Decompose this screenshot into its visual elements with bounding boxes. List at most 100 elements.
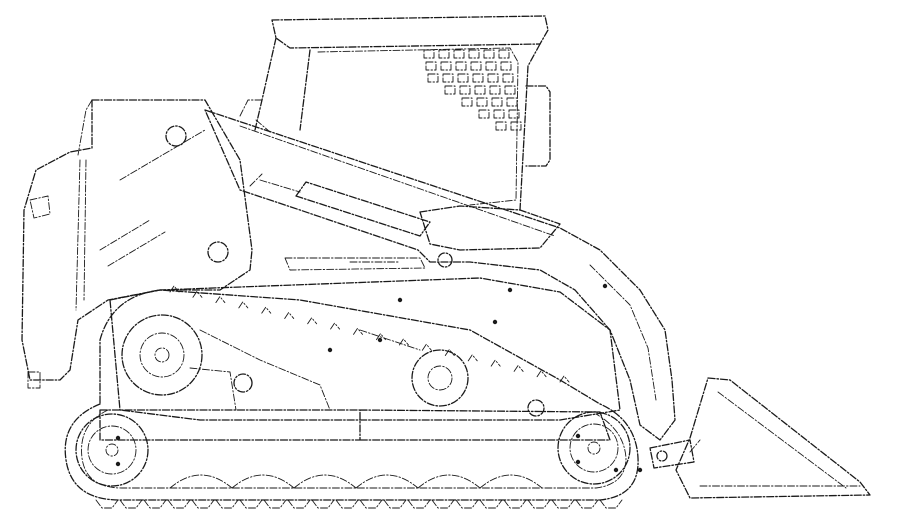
- mesh-cell: [470, 61, 482, 71]
- bucket-inner: [689, 391, 861, 489]
- mesh-cell: [476, 97, 488, 107]
- frame-bolts: [115, 283, 643, 473]
- tread-tooth: [376, 333, 386, 341]
- frame-bolt: [492, 319, 498, 325]
- tread-lug: [407, 499, 431, 509]
- mesh-cell: [427, 73, 439, 83]
- mesh-cell: [498, 49, 510, 59]
- mesh-cell: [483, 49, 495, 59]
- tread-lug: [503, 499, 527, 509]
- frame-bolt: [115, 435, 121, 441]
- rear-grille: [29, 99, 93, 311]
- tread-tooth: [261, 306, 272, 314]
- tread-tooth: [169, 285, 180, 293]
- mesh-cell: [453, 49, 465, 59]
- track-belt-inner: [81, 409, 627, 489]
- mesh-cell: [495, 121, 507, 131]
- pivot-pins: [165, 125, 668, 462]
- lift-arm-beam: [204, 109, 676, 441]
- frame-bolt: [377, 337, 383, 343]
- arm-upper-link: [419, 205, 561, 251]
- tread-tooth: [215, 296, 226, 304]
- front-idler-wheel: [557, 411, 631, 485]
- mesh-cell: [457, 73, 469, 83]
- cab-roof: [271, 15, 549, 49]
- tread-tooth: [444, 349, 455, 356]
- mesh-cell: [500, 61, 512, 71]
- bucket-pivot-pin: [656, 450, 668, 462]
- drive-sprocket: [121, 314, 203, 396]
- frame-bolt: [397, 297, 403, 303]
- tread-lug: [479, 499, 503, 509]
- mesh-cell: [444, 85, 456, 95]
- mesh-cell: [459, 85, 471, 95]
- arm-pivot-pin: [437, 252, 453, 268]
- bottom-roller: [231, 474, 295, 489]
- tread-lug: [431, 499, 455, 509]
- rear-idler-wheel: [75, 413, 149, 487]
- tread-tooth: [559, 375, 570, 383]
- frame-bolt: [115, 461, 121, 467]
- mesh-cell: [485, 61, 497, 71]
- front-cylinder-pin: [527, 399, 545, 417]
- track-frame: [109, 277, 621, 421]
- lower-pivot-pin: [207, 241, 229, 263]
- tread-lug: [119, 499, 143, 509]
- tread-tooth: [284, 312, 295, 319]
- frame-bolt: [575, 433, 581, 439]
- bucket-shell: [675, 377, 871, 499]
- hydraulic-lines: [284, 257, 426, 271]
- tread-lug: [455, 499, 479, 509]
- tread-lug: [167, 499, 191, 509]
- mesh-cell: [425, 61, 437, 71]
- mesh-cell: [438, 49, 450, 59]
- bottom-roller: [479, 474, 543, 489]
- cab-frame: [254, 37, 541, 211]
- tread-tooth: [467, 354, 478, 362]
- tread-lug: [287, 499, 311, 509]
- mesh-cell: [440, 61, 452, 71]
- lift-cylinder-rod: [249, 173, 301, 193]
- tread-lug: [215, 499, 239, 509]
- tail-light: [27, 371, 41, 389]
- mesh-cell: [489, 85, 501, 95]
- tread-lug: [551, 499, 575, 509]
- tread-lug: [263, 499, 287, 509]
- rear-hood: [21, 99, 253, 381]
- mesh-cell: [510, 121, 522, 131]
- mesh-cell: [504, 85, 516, 95]
- track-treads: [95, 285, 623, 509]
- mesh-cell: [461, 97, 473, 107]
- tread-tooth: [238, 301, 249, 309]
- mesh-cell: [474, 85, 486, 95]
- tread-tooth: [536, 370, 547, 378]
- mesh-cell: [423, 49, 435, 59]
- frame-bolt: [575, 459, 581, 465]
- tread-tooth: [192, 290, 203, 298]
- cylinder-mount-pin: [233, 373, 253, 393]
- frame-bolt: [327, 347, 333, 353]
- bottom-roller: [169, 474, 233, 489]
- side-panel-lines: [99, 129, 206, 267]
- tread-lug: [359, 499, 383, 509]
- tread-lug: [191, 499, 215, 509]
- bucket: [649, 377, 871, 499]
- tread-lug: [527, 499, 551, 509]
- mesh-cell: [491, 97, 503, 107]
- tread-lug: [335, 499, 359, 509]
- lift-arm: [204, 109, 676, 441]
- mid-roller: [411, 349, 469, 407]
- mesh-cell: [442, 73, 454, 83]
- mesh-cell: [487, 73, 499, 83]
- cab: [239, 15, 551, 211]
- mesh-cell: [478, 109, 490, 119]
- bottom-rollers: [169, 474, 543, 489]
- tread-tooth: [421, 343, 432, 351]
- tread-tooth: [513, 364, 524, 372]
- track-frame-lower: [99, 409, 611, 441]
- tread-lug: [239, 499, 263, 509]
- tread-tooth: [398, 338, 409, 346]
- frame-bolt: [507, 287, 513, 293]
- mesh-cell: [493, 109, 505, 119]
